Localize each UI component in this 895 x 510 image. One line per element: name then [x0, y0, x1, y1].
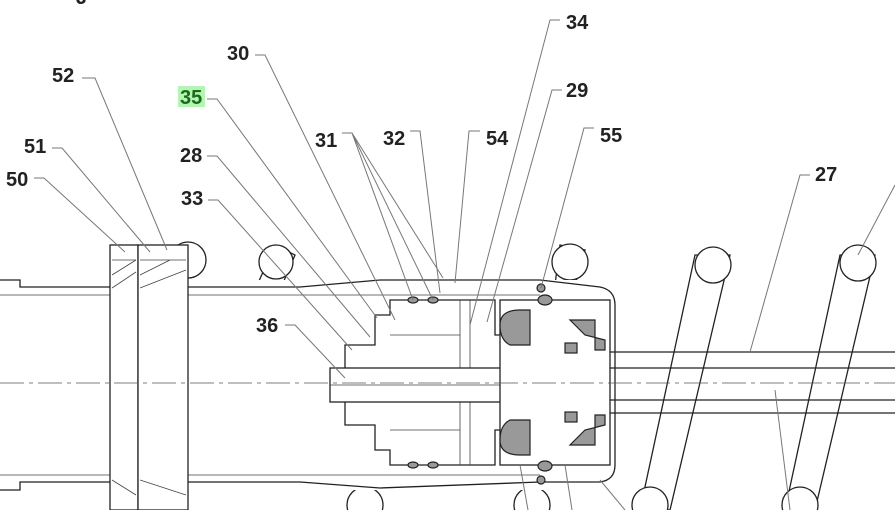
piston-assembly — [329, 283, 611, 485]
spring-seat-collars — [109, 244, 189, 510]
label-27: 27 — [815, 164, 837, 186]
label-33: 33 — [181, 188, 203, 210]
label-35-highlight — [178, 86, 205, 107]
label-36: 36 — [256, 315, 278, 337]
label-55: 55 — [600, 125, 622, 147]
label-54: 54 — [486, 128, 509, 150]
label-35: 35 — [180, 87, 202, 109]
title-fragment: J — [76, 0, 87, 9]
label-32: 32 — [383, 128, 405, 150]
label-52: 52 — [52, 65, 74, 87]
part-labels: J 52 35 30 51 28 50 33 31 32 54 34 29 55… — [6, 0, 837, 337]
label-31: 31 — [315, 130, 337, 152]
label-34: 34 — [566, 12, 589, 34]
label-28: 28 — [180, 145, 202, 167]
label-50: 50 — [6, 169, 28, 191]
label-29: 29 — [566, 80, 588, 102]
leader-lines — [34, 19, 895, 510]
label-51: 51 — [24, 136, 46, 158]
label-30: 30 — [227, 43, 249, 65]
